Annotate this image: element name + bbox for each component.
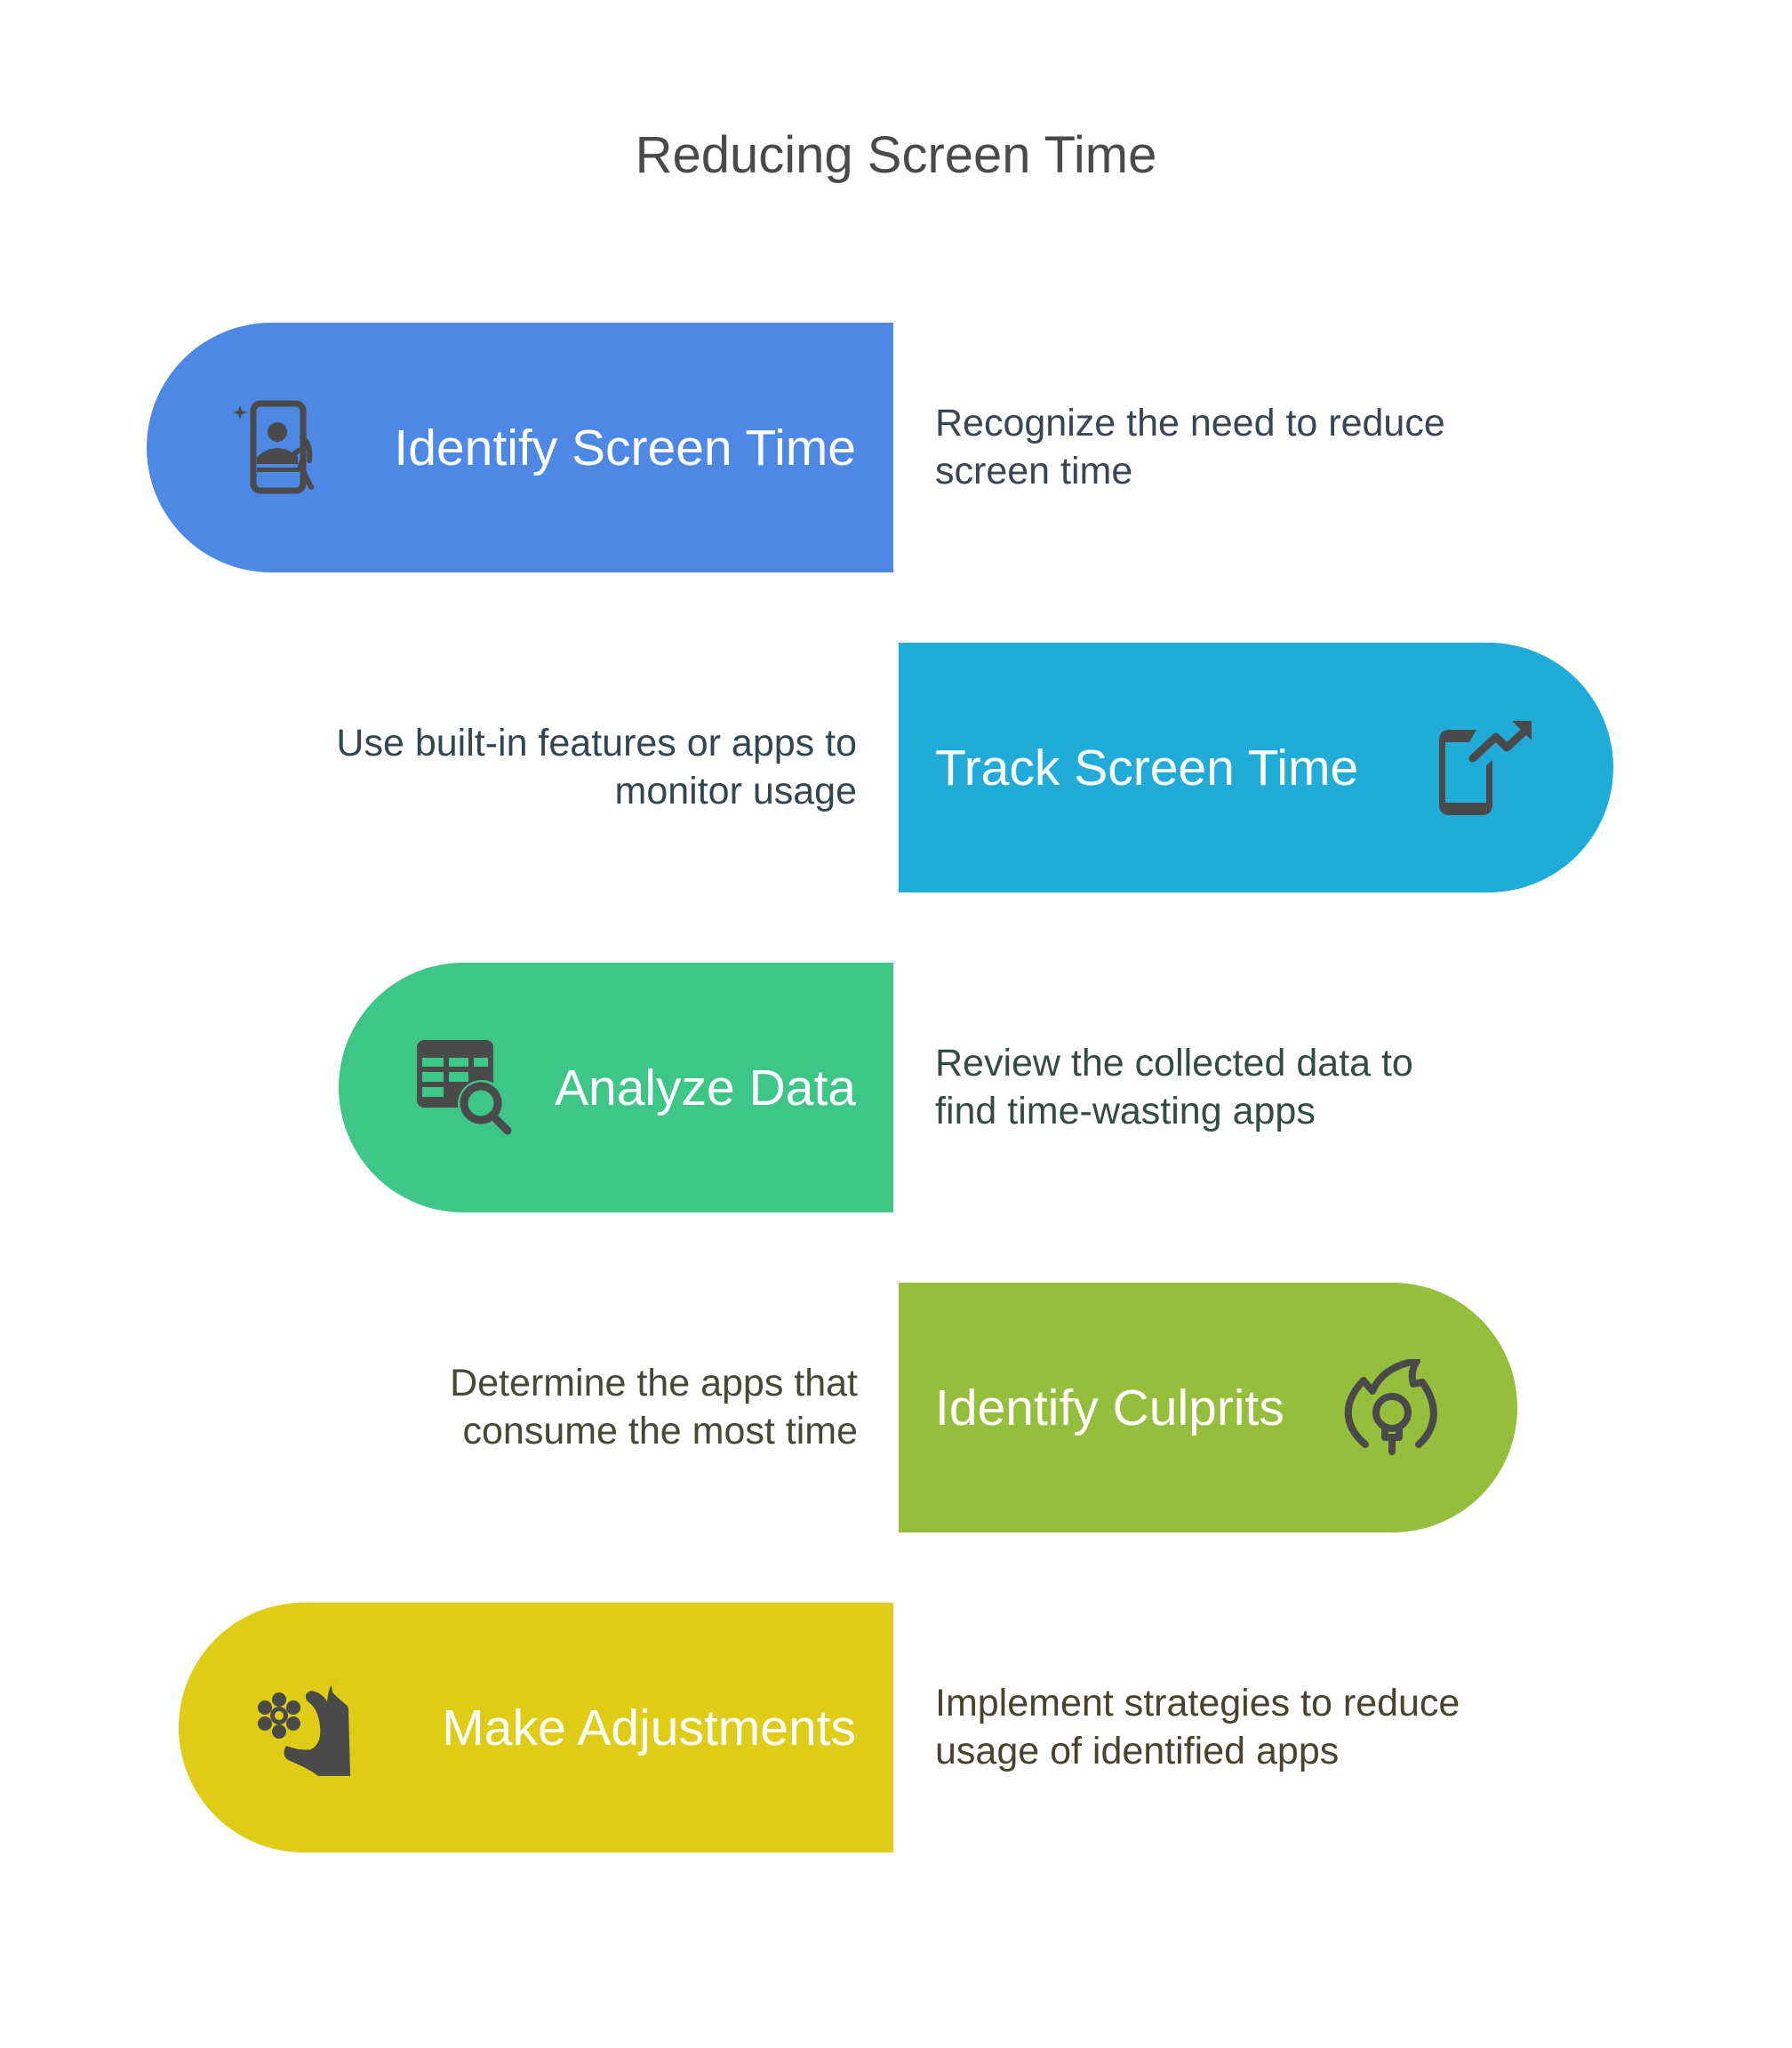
step-identify-culprits: Identify Culprits (899, 1283, 1517, 1532)
step-label: Analyze Data (554, 1059, 856, 1116)
description-line: monitor usage (614, 770, 858, 812)
step-label: Identify Culprits (935, 1379, 1284, 1436)
description-line: find time-wasting apps (935, 1090, 1316, 1132)
description-line: screen time (935, 450, 1133, 492)
description-line: usage of identified apps (935, 1730, 1340, 1772)
table-search-icon (415, 1038, 513, 1136)
description-line: consume the most time (462, 1410, 858, 1452)
step-description: Implement strategies to reduce usage of … (935, 1679, 1460, 1775)
step-label: Track Screen Time (935, 739, 1359, 796)
step-description: Recognize the need to reduce screen time (935, 399, 1445, 495)
step-label: Make Adjustments (442, 1699, 856, 1756)
step-label: Identify Screen Time (394, 419, 856, 476)
description-line: Implement strategies to reduce (935, 1682, 1460, 1724)
diagram-title: Reducing Screen Time (635, 126, 1157, 184)
step-description: Use built-in features or apps to monitor… (267, 719, 857, 815)
description-line: Review the collected data to (935, 1042, 1413, 1084)
flame-lightbulb-icon (1344, 1359, 1442, 1457)
step-track-screen-time: Track Screen Time (899, 643, 1613, 892)
description-line: Recognize the need to reduce (935, 402, 1445, 444)
description-line: Use built-in features or apps to (336, 722, 857, 764)
step-description: Review the collected data to find time-w… (935, 1039, 1413, 1135)
hand-gear-icon (256, 1678, 354, 1776)
step-identify-screen-time: Identify Screen Time (147, 323, 893, 572)
phone-trend-up-icon (1437, 719, 1535, 817)
step-description: Determine the apps that consume the most… (267, 1359, 858, 1455)
phone-selfie-sparkle-icon (233, 398, 331, 496)
description-line: Determine the apps that (450, 1362, 858, 1404)
